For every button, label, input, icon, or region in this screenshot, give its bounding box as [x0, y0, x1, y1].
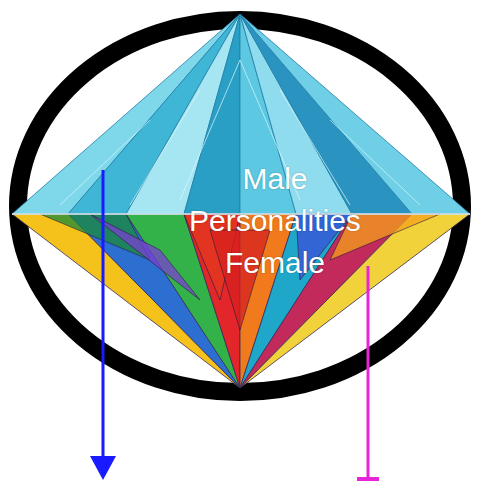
blue-arrowhead: [90, 456, 116, 480]
crown-facet-line: [330, 120, 420, 205]
pavilion-sub-facet: [90, 214, 200, 300]
magenta-line: [367, 266, 370, 478]
magenta-end-bar: [357, 477, 379, 481]
gem-label: Female: [225, 242, 325, 284]
crown-facet: [240, 14, 470, 214]
gem-label: Male: [242, 158, 307, 200]
crown-facet-line: [180, 60, 240, 200]
gem-node: MalePersonalitiesFemale: [10, 10, 474, 392]
crown-facet: [184, 14, 240, 214]
crown-facet: [126, 14, 240, 214]
pavilion-sub-facet: [210, 230, 270, 330]
gem-text-group: MalePersonalitiesFemale: [130, 158, 420, 284]
crown-facet-line: [130, 90, 200, 205]
crown-facet: [68, 14, 240, 214]
crown-facet-line: [60, 120, 150, 205]
gem-outline: [10, 10, 474, 392]
blue-arrow-line: [102, 170, 105, 458]
gem-label: Personalities: [189, 200, 361, 242]
crown-facet: [12, 14, 240, 214]
pavilion-facet: [240, 214, 470, 388]
pavilion-facet: [12, 214, 240, 388]
